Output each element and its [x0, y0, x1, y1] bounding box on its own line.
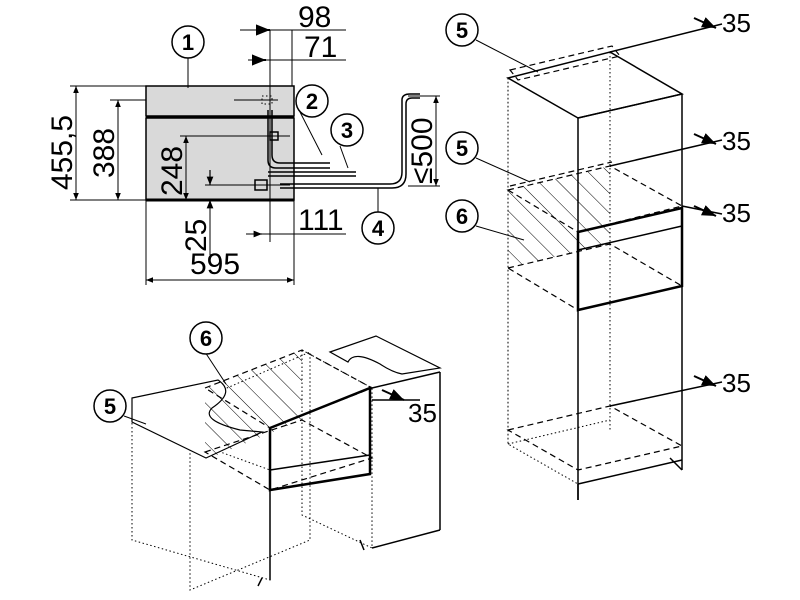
dim-98: 98	[298, 1, 331, 34]
base-unit: 35 6 5	[93, 321, 442, 591]
appliance-top-section	[145, 85, 295, 117]
base-callout-6: 6	[200, 326, 212, 351]
tall-cabinet: 35 35 35 35 5 5 6	[445, 8, 751, 500]
tall-dim-35-niche: 35	[722, 198, 751, 228]
tall-dim-35-mid: 35	[722, 126, 751, 156]
dim-111: 111	[298, 204, 344, 237]
front-view: 98 71 455,5 388 248 25 111 595	[46, 1, 440, 285]
tall-callout-5-top: 5	[456, 18, 468, 43]
dim-71: 71	[304, 31, 337, 64]
dim-595: 595	[190, 248, 240, 281]
tall-callout-5-mid: 5	[456, 136, 468, 161]
base-dim-35: 35	[408, 398, 437, 428]
dim-388: 388	[88, 128, 121, 178]
dim-25: 25	[180, 219, 213, 252]
tall-dim-35-top: 35	[722, 8, 751, 38]
callout-4: 4	[372, 216, 385, 241]
callout-1: 1	[182, 30, 194, 55]
dim-max-500: ≤500	[406, 117, 439, 184]
tall-dim-35-bottom: 35	[722, 368, 751, 398]
dim-248: 248	[156, 146, 189, 196]
tall-callout-6: 6	[456, 204, 468, 229]
dim-455-5: 455,5	[46, 115, 79, 190]
callout-2: 2	[306, 89, 318, 114]
callout-3: 3	[341, 118, 353, 143]
base-callout-5: 5	[104, 394, 116, 419]
